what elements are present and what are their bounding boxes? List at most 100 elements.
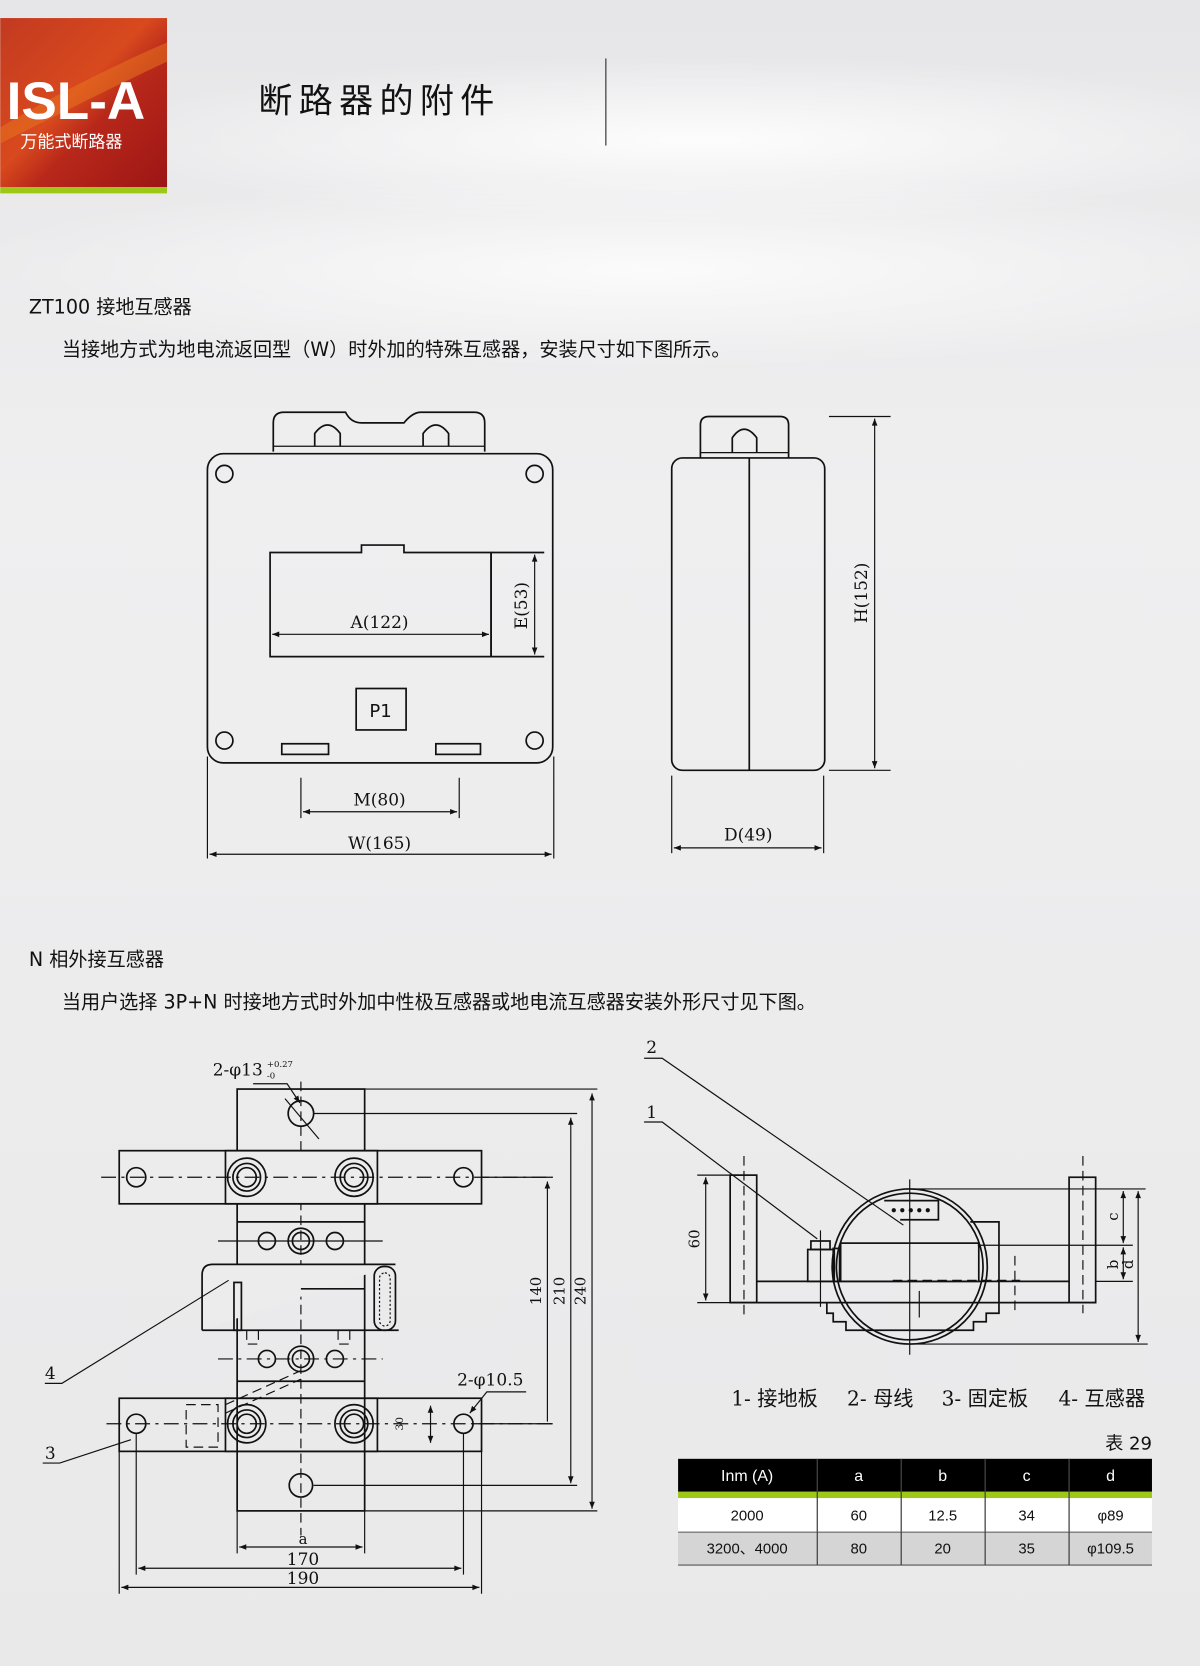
drawing-stroke bbox=[490, 551, 545, 658]
drawing-stroke bbox=[291, 1349, 311, 1369]
drawing-stroke bbox=[201, 1263, 396, 1331]
dim-190-label: 190 bbox=[287, 1569, 319, 1589]
table-cell: 20 bbox=[934, 1541, 951, 1557]
table-header-a: a bbox=[854, 1468, 863, 1485]
dimension-table: Inm (A) a b c d 2000 60 12.5 34 φ89 3200… bbox=[678, 1458, 1152, 1566]
table-cell: 3200、4000 bbox=[707, 1541, 788, 1557]
table-cell: φ109.5 bbox=[1087, 1541, 1134, 1557]
drawing-stroke bbox=[525, 731, 545, 750]
drawing-stroke bbox=[373, 1265, 397, 1332]
dim-a-label: A(122) bbox=[350, 613, 409, 633]
drawing-stroke bbox=[891, 1208, 930, 1213]
drawing-stroke bbox=[246, 1330, 351, 1345]
dim-d-label-lower: d bbox=[1119, 1259, 1137, 1269]
drawing-stroke bbox=[269, 544, 492, 658]
drawing-stroke bbox=[832, 1247, 841, 1283]
dim-60-label: 60 bbox=[685, 1229, 703, 1248]
drawing-stroke bbox=[232, 1162, 262, 1192]
drawing-stroke bbox=[339, 1162, 369, 1192]
drawing-stroke bbox=[678, 1532, 1152, 1566]
drawing-stroke bbox=[453, 1166, 474, 1188]
callout-1: 1 bbox=[646, 1103, 657, 1123]
dim-h-label: H(152) bbox=[852, 563, 872, 624]
table-caption: 表 29 bbox=[1105, 1433, 1152, 1454]
tolerance-minus: -0 bbox=[267, 1071, 275, 1081]
drawing-stroke bbox=[44, 1279, 229, 1384]
brand-logo: ISL-A 万能式断路器 bbox=[0, 18, 168, 194]
drawing-stroke bbox=[224, 1397, 379, 1453]
drawing-stroke bbox=[525, 464, 545, 484]
drawing-stroke bbox=[280, 742, 330, 756]
drawing-stroke bbox=[236, 1166, 258, 1188]
drawing-stroke: Inm (A) a b c d bbox=[721, 1468, 1115, 1485]
drawing-stroke bbox=[0, 187, 168, 194]
hole-callout-top: 2-φ13 bbox=[213, 1060, 263, 1080]
dim-m-label: M(80) bbox=[353, 790, 405, 810]
drawing-stroke bbox=[185, 1404, 219, 1448]
drawing-stroke bbox=[891, 1208, 896, 1213]
section1-heading: ZT100 接地互感器 bbox=[29, 295, 192, 318]
drawing-stroke bbox=[125, 1166, 147, 1188]
n-phase-transformer-side-view-drawing: 60 c b d 2 1 bbox=[644, 1038, 1148, 1355]
drawing-stroke bbox=[287, 1227, 315, 1255]
drawing-stroke bbox=[272, 411, 486, 452]
hole-callout-bottom: 2-φ10.5 bbox=[457, 1371, 523, 1391]
page-title: 断路器的附件 bbox=[258, 82, 500, 122]
drawing-stroke bbox=[287, 1345, 315, 1373]
table-header-d: d bbox=[1106, 1468, 1115, 1485]
drawing-stroke bbox=[226, 1157, 267, 1198]
drawing-stroke bbox=[225, 1370, 302, 1414]
p1-label: P1 bbox=[369, 701, 391, 722]
drawing-stroke bbox=[925, 1208, 930, 1213]
drawing-stroke bbox=[257, 1231, 277, 1251]
drawing-stroke bbox=[469, 1391, 527, 1414]
drawing-stroke bbox=[644, 1057, 904, 1226]
zt100-front-view-drawing: A(122) E(53) P1 M(80) W(165) bbox=[206, 411, 555, 859]
dim-d-label: D(49) bbox=[724, 825, 773, 845]
drawing-stroke bbox=[232, 1409, 262, 1439]
drawing-stroke bbox=[226, 1403, 267, 1444]
table-header-inm: Inm (A) bbox=[721, 1468, 773, 1485]
tolerance-plus: +0.27 bbox=[267, 1060, 293, 1070]
drawing-stroke bbox=[0, 18, 168, 187]
section1-description: 当接地方式为地电流返回型（W）时外加的特殊互感器，安装尺寸如下图所示。 bbox=[62, 338, 731, 361]
drawing-stroke bbox=[355, 687, 407, 731]
dim-240-label: 240 bbox=[572, 1277, 590, 1305]
drawing-stroke bbox=[908, 1208, 913, 1213]
dim-30-label: 30 bbox=[393, 1417, 406, 1431]
table-cell: 2000 bbox=[731, 1508, 764, 1524]
legend-item: 2- 母线 bbox=[847, 1387, 913, 1411]
table-header-b: b bbox=[938, 1468, 947, 1485]
dim-c-label: c bbox=[1104, 1212, 1122, 1220]
drawing-stroke bbox=[339, 1409, 369, 1439]
legend-item: 1- 接地板 bbox=[731, 1387, 818, 1411]
drawing-stroke bbox=[900, 1208, 905, 1213]
dim-a-label-lower: a bbox=[299, 1530, 308, 1548]
callout-2: 2 bbox=[646, 1038, 657, 1058]
drawing-stroke bbox=[825, 1221, 1000, 1332]
drawing-stroke bbox=[215, 464, 234, 484]
drawing-stroke bbox=[378, 1272, 391, 1327]
drawing-stroke bbox=[236, 1413, 258, 1435]
drawing-stroke bbox=[670, 457, 826, 772]
drawing-stroke bbox=[325, 1349, 345, 1369]
drawing-stroke bbox=[884, 1199, 940, 1221]
dim-e-label: E(53) bbox=[512, 582, 532, 629]
dim-w-label: W(165) bbox=[348, 834, 411, 854]
drawing-stroke bbox=[731, 428, 758, 453]
drawing-stroke bbox=[233, 1281, 243, 1332]
drawing-stroke bbox=[678, 1491, 1152, 1499]
drawing-stroke bbox=[313, 424, 342, 447]
dim-b-label: b bbox=[1104, 1260, 1122, 1270]
drawing-stroke bbox=[422, 424, 450, 447]
drawing-stroke bbox=[257, 1349, 277, 1369]
callout-4: 4 bbox=[45, 1364, 56, 1384]
drawing-stroke bbox=[215, 731, 234, 750]
drawing-stroke bbox=[334, 1157, 375, 1198]
drawing-stroke bbox=[284, 1098, 320, 1140]
table-row: 2000 60 12.5 34 φ89 bbox=[731, 1508, 1124, 1524]
logo-subtitle: 万能式断路器 bbox=[20, 133, 122, 153]
drawing-stroke bbox=[678, 1458, 1152, 1492]
